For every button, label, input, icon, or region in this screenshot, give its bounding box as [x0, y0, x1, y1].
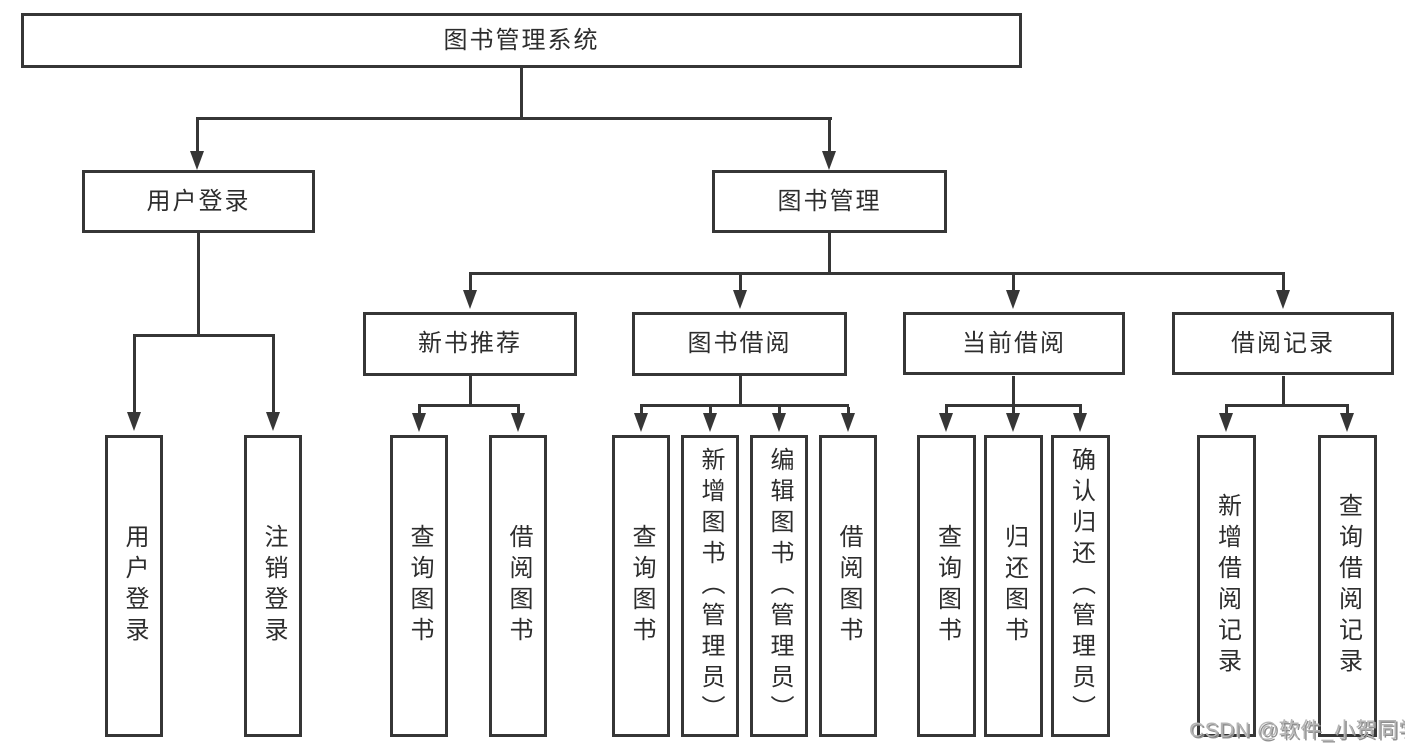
arrow-down-icon: [841, 413, 855, 432]
node-current-borrow: 当前借阅: [903, 312, 1125, 375]
node-book-management: 图书管理: [712, 170, 947, 233]
connector-borrow-stem: [739, 376, 742, 406]
node-current-borrow-label: 当前借阅: [962, 329, 1066, 357]
connector-current-bar: [945, 404, 1082, 407]
leaf-return-book-label: 归还图书: [1000, 524, 1028, 648]
node-book-borrow-label: 图书借阅: [687, 330, 792, 357]
connector-bookmgmt-drop-3: [1012, 275, 1015, 291]
node-new-book-recommend: 新书推荐: [363, 312, 577, 376]
connector-borrow-bar: [640, 404, 849, 407]
node-borrow-records-label: 借阅记录: [1231, 329, 1335, 357]
leaf-recommend-borrow-book: 借阅图书: [489, 435, 547, 737]
leaf-add-borrow-record-label: 新增借阅记录: [1213, 493, 1241, 679]
leaf-borrow-query-book-label: 查询图书: [628, 524, 655, 648]
arrow-down-icon: [1219, 413, 1233, 432]
connector-recommend-stem: [469, 376, 472, 406]
leaf-recommend-query-book: 查询图书: [390, 435, 448, 737]
connector-userlogin-drop-2: [272, 337, 275, 413]
csdn-watermark: CSDN @软件_小贺同学: [1189, 719, 1405, 742]
connector-bookmgmt-bar: [469, 272, 1285, 275]
arrow-down-icon: [772, 413, 786, 432]
connector-borrow-drop-1: [640, 407, 643, 415]
arrow-down-icon: [266, 412, 280, 431]
connector-current-drop-3: [1079, 407, 1082, 415]
leaf-logout-label: 注销登录: [260, 524, 287, 648]
leaf-return-book: 归还图书: [984, 435, 1043, 737]
connector-bookmgmt-drop-4: [1282, 275, 1285, 291]
arrow-down-icon: [634, 413, 648, 432]
connector-bookmgmt-drop-2: [739, 275, 742, 291]
connector-current-stem: [1012, 376, 1015, 406]
leaf-add-book-admin-label: 新增图书（管理员）: [697, 446, 724, 726]
node-root-system: 图书管理系统: [21, 13, 1022, 68]
connector-records-stem: [1282, 376, 1285, 406]
leaf-borrow-book-label: 借阅图书: [835, 524, 862, 648]
connector-current-drop-2: [1012, 407, 1015, 415]
arrow-down-icon: [190, 151, 204, 170]
leaf-edit-book-admin: 编辑图书（管理员）: [750, 435, 808, 737]
connector-bookmgmt-stem: [828, 233, 831, 274]
connector-recommend-drop-2: [517, 407, 520, 415]
leaf-user-login: 用户登录: [105, 435, 163, 737]
leaf-add-borrow-record: 新增借阅记录: [1197, 435, 1256, 737]
connector-root-stem: [520, 68, 523, 118]
connector-records-drop-1: [1225, 407, 1228, 415]
leaf-current-query-book: 查询图书: [917, 435, 976, 737]
arrow-down-icon: [511, 413, 525, 432]
arrow-down-icon: [822, 151, 836, 170]
connector-root-drop-left: [196, 120, 199, 152]
leaf-current-query-book-label: 查询图书: [933, 524, 961, 648]
node-new-book-recommend-label: 新书推荐: [418, 330, 522, 357]
node-book-management-label: 图书管理: [777, 187, 882, 215]
connector-root-bar: [196, 117, 832, 120]
connector-current-drop-1: [945, 407, 948, 415]
node-user-login: 用户登录: [82, 170, 315, 233]
arrow-down-icon: [412, 413, 426, 432]
arrow-down-icon: [703, 413, 717, 432]
leaf-add-book-admin: 新增图书（管理员）: [681, 435, 739, 737]
leaf-confirm-return-admin-label: 确认归还（管理员）: [1067, 446, 1095, 726]
leaf-recommend-query-book-label: 查询图书: [406, 524, 433, 648]
leaf-recommend-borrow-book-label: 借阅图书: [505, 524, 532, 648]
arrow-down-icon: [939, 413, 953, 432]
connector-recommend-drop-1: [418, 407, 421, 415]
arrow-down-icon: [127, 412, 141, 431]
leaf-edit-book-admin-label: 编辑图书（管理员）: [766, 446, 793, 726]
arrow-down-icon: [733, 290, 747, 309]
node-root-label: 图书管理系统: [443, 26, 600, 54]
leaf-query-borrow-record-label: 查询借阅记录: [1334, 493, 1362, 679]
leaf-confirm-return-admin: 确认归还（管理员）: [1051, 435, 1110, 737]
leaf-query-borrow-record: 查询借阅记录: [1318, 435, 1377, 737]
connector-root-drop-right: [828, 120, 831, 152]
leaf-borrow-query-book: 查询图书: [612, 435, 670, 737]
arrow-down-icon: [1006, 413, 1020, 432]
leaf-logout: 注销登录: [244, 435, 302, 737]
node-user-login-label: 用户登录: [146, 187, 251, 215]
arrow-down-icon: [463, 290, 477, 309]
connector-records-bar: [1225, 404, 1349, 407]
connector-userlogin-bar: [133, 334, 275, 337]
leaf-borrow-book: 借阅图书: [819, 435, 877, 737]
connector-borrow-drop-4: [847, 407, 850, 415]
arrow-down-icon: [1276, 290, 1290, 309]
connector-recommend-bar: [418, 404, 520, 407]
connector-userlogin-stem: [197, 233, 200, 336]
leaf-user-login-label: 用户登录: [121, 524, 148, 648]
arrow-down-icon: [1006, 290, 1020, 309]
connector-borrow-drop-2: [709, 407, 712, 415]
connector-borrow-drop-3: [778, 407, 781, 415]
node-book-borrow: 图书借阅: [632, 312, 847, 376]
connector-bookmgmt-drop-1: [469, 275, 472, 291]
connector-records-drop-2: [1346, 407, 1349, 415]
arrow-down-icon: [1340, 413, 1354, 432]
node-borrow-records: 借阅记录: [1172, 312, 1394, 375]
connector-userlogin-drop-1: [133, 337, 136, 413]
arrow-down-icon: [1073, 413, 1087, 432]
